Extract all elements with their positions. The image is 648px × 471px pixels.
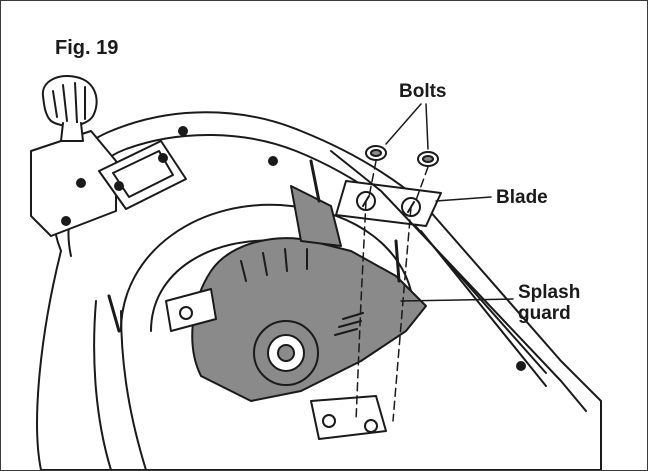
splash-guard-callout: Splash guard: [518, 282, 608, 324]
bolts-leader-left: [385, 103, 422, 145]
deck-rim-line: [93, 300, 112, 470]
blade-end-right: [310, 395, 387, 440]
discharge-opening: [120, 203, 412, 332]
blade-hub-nut: [277, 344, 295, 362]
blade-leader: [435, 196, 492, 202]
side-rail-inner: [420, 230, 547, 387]
stud-left: [107, 294, 121, 333]
handle-bracket: [30, 130, 117, 237]
bolts-leader-right: [425, 103, 429, 150]
splash-guard-ribs: [240, 248, 308, 282]
stud-right: [309, 159, 321, 203]
switch-plate-inner: [112, 150, 174, 198]
bolts-callout: Bolts: [399, 81, 447, 102]
blade-callout: Blade: [496, 187, 548, 208]
splash-guard-callout-line2: guard: [518, 303, 571, 324]
handle-knob-ridges: [52, 82, 86, 124]
side-rail: [330, 150, 587, 412]
handle-knob: [41, 75, 98, 127]
handle-stem: [60, 122, 84, 142]
splash-guard-callout-line1: Splash: [518, 282, 581, 303]
stud-center: [394, 239, 401, 283]
splash-guard-slots: [334, 312, 364, 336]
figure-label: Fig. 19: [55, 37, 119, 59]
splash-guard-leader: [400, 298, 514, 302]
